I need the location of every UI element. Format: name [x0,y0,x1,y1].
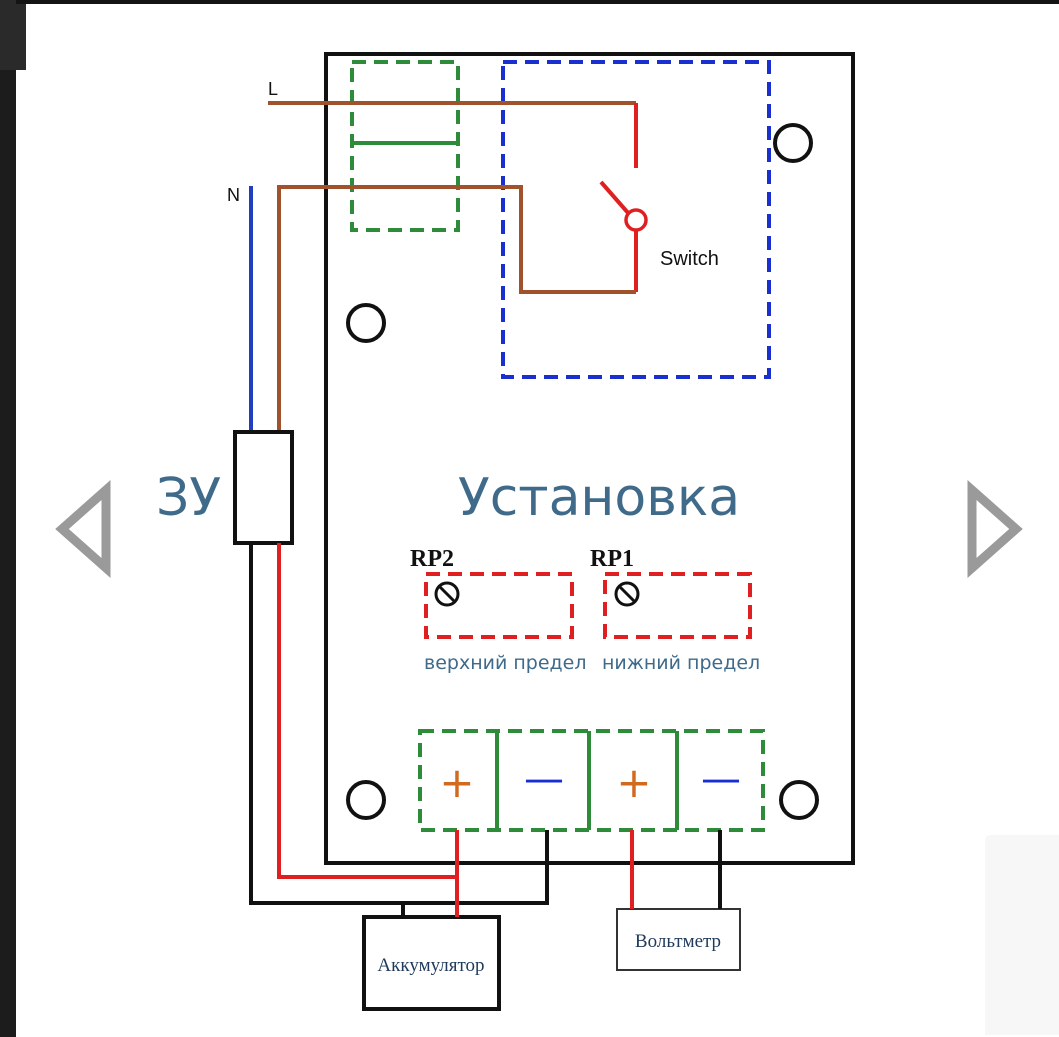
battery-block [362,915,501,1011]
neutral-label: N [227,185,240,205]
device-label: Установка [458,468,740,528]
potentiometer-icon[interactable] [434,581,460,607]
rp1-description: нижний предел [602,652,760,674]
charger-plus-wire [277,543,457,879]
charger-block [233,430,294,545]
mounting-hole-icon [346,780,386,820]
switch-blade [599,180,631,216]
potentiometer-icon[interactable] [614,581,640,607]
voltmeter-block [616,908,741,971]
rp1-label: RP1 [590,546,634,572]
switch-label: Switch [660,248,719,270]
switch-pivot [624,208,648,232]
mounting-hole-icon [779,780,819,820]
switched-wire [277,185,636,432]
charger-label: ЗУ [156,468,221,528]
rp2-description: верхний предел [424,652,587,674]
rp1-box [603,572,752,639]
switch-box [501,60,771,379]
overlay-panel [985,835,1059,1035]
mounting-hole-icon [346,303,386,343]
terminal-plus-2: + [616,758,651,807]
chevron-left-icon [55,479,111,579]
chevron-right-icon [967,479,1023,579]
rp2-box [424,572,574,639]
terminal-minus-1: — [524,756,564,802]
rp2-label: RP2 [410,546,454,572]
window-frame-left [0,0,16,1037]
voltmeter-label: Вольтметр [635,931,721,952]
line-label: L [268,79,278,99]
charger-minus-wire [249,543,549,905]
battery-label: Аккумулятор [377,955,484,976]
window-frame-corner [0,0,26,70]
mounting-hole-icon [773,123,813,163]
terminal-minus-2: — [701,756,741,802]
terminal-plus-1: + [439,758,474,807]
previous-image-button[interactable] [48,479,118,580]
relay-terminal-box [350,60,460,232]
next-image-button[interactable] [958,479,1028,580]
window-frame-top [16,0,1059,4]
